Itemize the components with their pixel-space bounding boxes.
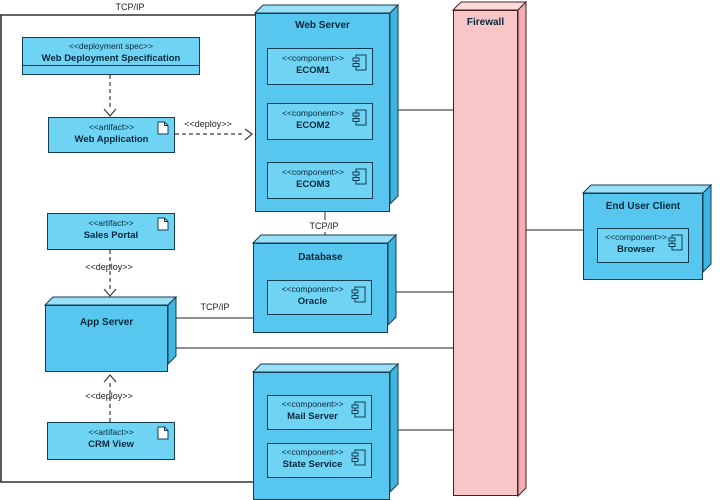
component-oracle[interactable]: <<component>> Oracle (267, 280, 372, 315)
component-icon (352, 168, 367, 185)
component-ecom2[interactable]: <<component>> ECOM2 (267, 103, 373, 140)
stereotype-label: <<artifact>> (88, 218, 134, 228)
stereotype-label: <<component>> (282, 167, 344, 177)
node-database[interactable]: Database <<component>> Oracle (251, 233, 398, 333)
node-face (45, 305, 168, 372)
node-web-server[interactable]: Web Server <<component>> ECOM1 <<compone… (253, 3, 400, 212)
document-icon (157, 217, 169, 231)
component-name: Oracle (297, 296, 328, 307)
component-name: ECOM2 (296, 120, 330, 131)
stereotype-label: <<component>> (282, 53, 344, 63)
stereotype-label: <<component>> (605, 232, 667, 242)
stereotype-label: <<artifact>> (88, 122, 135, 132)
node-title: Firewall (466, 17, 505, 28)
label-tcpip-webserver-database: TCP/IP (300, 220, 348, 232)
label-tcpip-appserver-database: TCP/IP (200, 302, 230, 312)
component-icon (351, 401, 366, 418)
node-title: App Server (79, 317, 134, 328)
label-tcpip-top: TCP/IP (115, 2, 145, 12)
node-face (453, 10, 518, 496)
node-end-user-client[interactable]: End User Client <<component>> Browser (581, 183, 713, 280)
node-title: End User Client (605, 201, 681, 212)
component-icon (352, 109, 367, 126)
stereotype-label: <<deployment spec>> (68, 41, 154, 51)
component-name: ECOM3 (296, 179, 330, 190)
node-app-server[interactable]: App Server (43, 295, 178, 372)
artifact-name: Web Deployment Specification (41, 53, 181, 64)
component-ecom3[interactable]: <<component>> ECOM3 (267, 162, 373, 199)
component-icon (351, 286, 366, 303)
component-name: Mail Server (287, 411, 338, 422)
artifact-name: Sales Portal (83, 230, 139, 241)
component-icon (668, 234, 683, 251)
stereotype-label: <<artifact>> (88, 427, 134, 437)
arrowhead-up-appserver (103, 374, 117, 383)
node-services[interactable]: <<component>> Mail Server <<component>> … (251, 362, 400, 500)
artifact-name: Web Application (74, 134, 149, 145)
label-deploy-webserver: <<deploy>> (184, 119, 232, 129)
stereotype-label: <<component>> (281, 399, 344, 409)
document-icon (157, 121, 169, 135)
node-title: Web Server (295, 20, 350, 31)
stereotype-label: <<component>> (281, 284, 344, 294)
arrowhead-down-appserver (103, 288, 117, 297)
component-name: Browser (616, 244, 655, 255)
component-icon (351, 449, 366, 466)
node-title: Database (298, 252, 343, 263)
artifact-web-application[interactable]: <<artifact>> Web Application (48, 117, 175, 153)
node-face (253, 372, 390, 500)
artifact-sales-portal[interactable]: <<artifact>> Sales Portal (47, 213, 175, 250)
component-ecom1[interactable]: <<component>> ECOM1 (267, 48, 373, 85)
artifact-name: CRM View (88, 439, 134, 450)
compartment-separator (23, 65, 199, 66)
stereotype-label: <<component>> (282, 108, 344, 118)
node-firewall[interactable]: Firewall (451, 0, 528, 498)
document-icon (157, 426, 169, 440)
component-name: State Service (282, 459, 343, 470)
artifact-crm-view[interactable]: <<artifact>> CRM View (47, 422, 175, 460)
component-browser[interactable]: <<component>> Browser (597, 228, 689, 263)
label-deploy-salesportal: <<deploy>> (85, 262, 133, 272)
component-icon (352, 54, 367, 71)
component-mail-server[interactable]: <<component>> Mail Server (267, 395, 372, 430)
label-deploy-crmview: <<deploy>> (85, 391, 133, 401)
artifact-web-deployment-specification[interactable]: <<deployment spec>> Web Deployment Speci… (22, 37, 200, 75)
arrowhead-right-webserver (244, 128, 253, 141)
arrowhead-down-webapp (103, 108, 117, 117)
component-name: ECOM1 (296, 65, 330, 76)
component-state-service[interactable]: <<component>> State Service (267, 443, 372, 478)
stereotype-label: <<component>> (281, 447, 344, 457)
